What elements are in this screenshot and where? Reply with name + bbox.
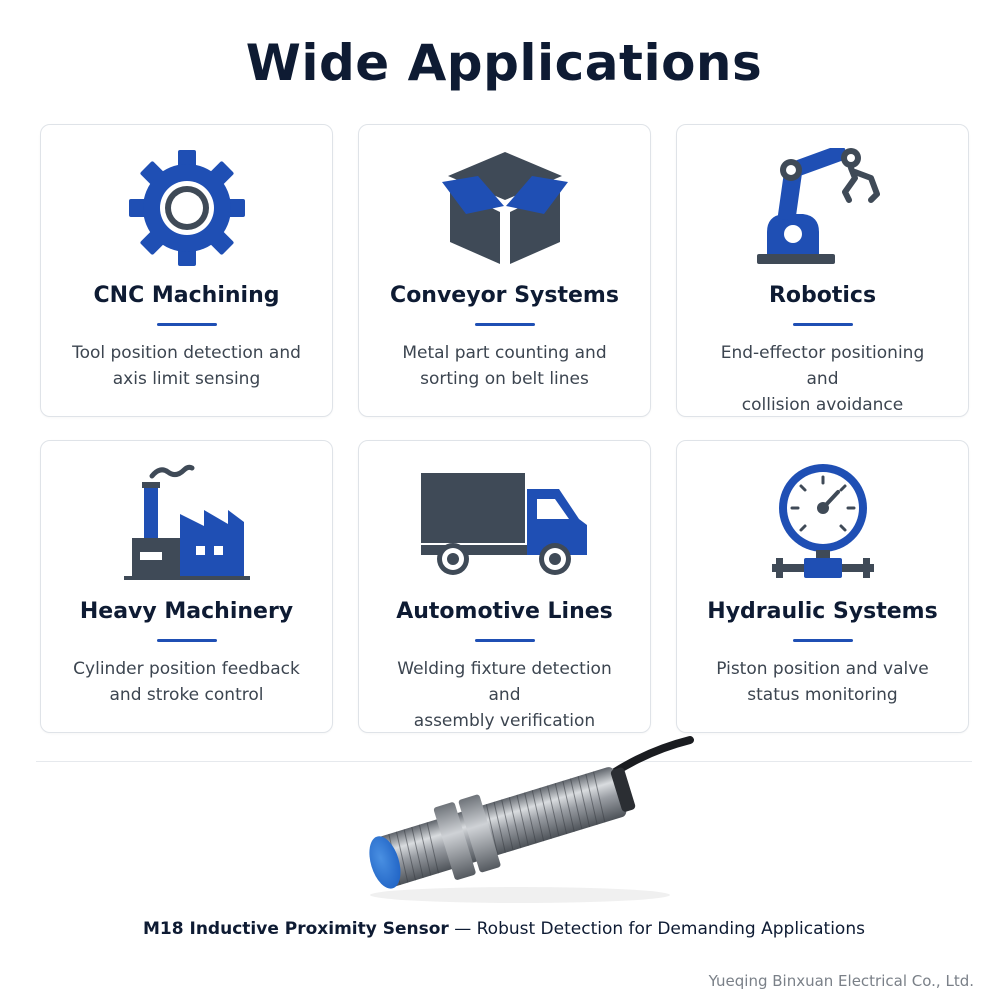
desc-line: Cylinder position feedback	[73, 659, 300, 679]
card-title: Heavy Machinery	[79, 599, 294, 624]
desc-line: collision avoidance	[741, 395, 904, 415]
robot-arm-icon	[677, 143, 968, 273]
product-name: M18 Inductive Proximity Sensor	[143, 919, 449, 939]
title-underline	[792, 639, 853, 642]
gear-icon	[41, 143, 332, 273]
truck-icon	[359, 459, 650, 589]
page-title: Wide Applications	[245, 34, 763, 92]
title-underline	[474, 323, 535, 326]
desc-line: status monitoring	[747, 685, 898, 705]
title-underline	[156, 323, 217, 326]
pressure-gauge-icon	[677, 459, 968, 589]
section-divider	[36, 761, 972, 762]
card-title: Automotive Lines	[396, 599, 613, 624]
card-description: Tool position detection and axis limit s…	[71, 340, 302, 392]
box-icon	[359, 143, 650, 273]
desc-line: Welding fixture detection and	[397, 659, 612, 705]
card-heavy-machinery: Heavy Machinery Cylinder position feedba…	[40, 440, 333, 733]
card-description: Metal part counting and sorting on belt …	[389, 340, 620, 392]
card-conveyor-systems: Conveyor Systems Metal part counting and…	[358, 124, 651, 417]
desc-line: End-effector positioning and	[720, 343, 925, 389]
card-robotics: Robotics End-effector positioning and co…	[676, 124, 969, 417]
title-underline	[474, 639, 535, 642]
card-description: Piston position and valve status monitor…	[707, 656, 938, 708]
card-title: Hydraulic Systems	[707, 599, 938, 624]
proximity-sensor-image	[340, 730, 700, 910]
product-tagline: — Robust Detection for Demanding Applica…	[448, 919, 865, 939]
card-title: Robotics	[768, 283, 877, 308]
card-automotive-lines: Automotive Lines Welding fixture detecti…	[358, 440, 651, 733]
card-cnc-machining: CNC Machining Tool position detection an…	[40, 124, 333, 417]
title-underline	[792, 323, 853, 326]
card-hydraulic-systems: Hydraulic Systems Piston position and va…	[676, 440, 969, 733]
company-name: Yueqing Binxuan Electrical Co., Ltd.	[708, 972, 974, 990]
factory-icon	[41, 459, 332, 589]
desc-line: and stroke control	[109, 685, 264, 705]
desc-line: Piston position and valve	[716, 659, 929, 679]
desc-line: axis limit sensing	[112, 369, 261, 389]
desc-line: Tool position detection and	[72, 343, 301, 363]
card-description: End-effector positioning and collision a…	[707, 340, 938, 418]
product-caption: M18 Inductive Proximity Sensor — Robust …	[0, 919, 1008, 939]
desc-line: assembly verification	[413, 711, 596, 731]
desc-line: sorting on belt lines	[420, 369, 589, 389]
card-title: Conveyor Systems	[390, 283, 619, 308]
desc-line: Metal part counting and	[402, 343, 607, 363]
card-description: Cylinder position feedback and stroke co…	[71, 656, 302, 708]
title-underline	[156, 639, 217, 642]
card-title: CNC Machining	[93, 283, 280, 308]
card-description: Welding fixture detection and assembly v…	[389, 656, 620, 734]
